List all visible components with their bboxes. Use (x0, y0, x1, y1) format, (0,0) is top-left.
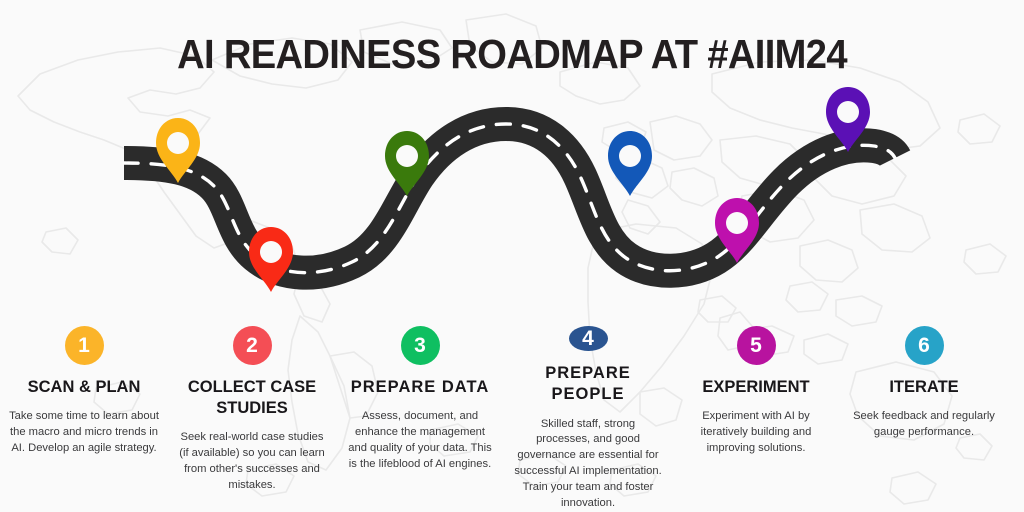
step-4-number-badge: 4 (568, 326, 608, 352)
step-2-description: Seek real-world case studies (if availab… (179, 431, 325, 491)
steps-row: 1 SCAN & PLAN Take some time to learn ab… (0, 326, 1024, 512)
step-6-description: Seek feedback and regularly gauge perfor… (853, 410, 995, 439)
step-6-heading: ITERATE (889, 378, 959, 396)
step-3-description: Assess, document, and enhance the manage… (348, 410, 492, 470)
step-4-heading: PREPARE PEOPLE (545, 364, 631, 404)
step-1-heading: SCAN & PLAN (27, 378, 141, 396)
road-surface (123, 107, 911, 290)
step-5-heading: EXPERIMENT (702, 378, 810, 396)
page-title: AI READINESS ROADMAP AT #AIIM24 (177, 31, 847, 77)
step-5-experiment: 5 EXPERIMENT Experiment with AI by itera… (672, 326, 840, 512)
step-3-number-badge: 3 (400, 326, 440, 365)
step-2-number-badge: 2 (232, 326, 272, 365)
step-6-number-badge: 6 (904, 326, 944, 365)
step-1-number-badge: 1 (64, 326, 104, 365)
step-2-heading: COLLECT CASE STUDIES (187, 378, 317, 418)
step-5-description: Experiment with AI by iteratively buildi… (700, 410, 812, 454)
step-1-scan-plan: 1 SCAN & PLAN Take some time to learn ab… (0, 326, 168, 512)
step-6-iterate: 6 ITERATE Seek feedback and regularly ga… (840, 326, 1008, 512)
step-5-number-badge: 5 (736, 326, 776, 365)
step-4-description: Skilled staff, strong processes, and goo… (514, 417, 662, 510)
step-3-prepare-data: 3 PREPARE DATA Assess, document, and enh… (336, 326, 504, 512)
step-2-collect-case-studies: 2 COLLECT CASE STUDIES Seek real-world c… (168, 326, 336, 512)
step-3-heading: PREPARE DATA (350, 378, 490, 396)
step-4-prepare-people: 4 PREPARE PEOPLE Skilled staff, strong p… (504, 326, 672, 512)
step-1-description: Take some time to learn about the macro … (9, 410, 159, 454)
